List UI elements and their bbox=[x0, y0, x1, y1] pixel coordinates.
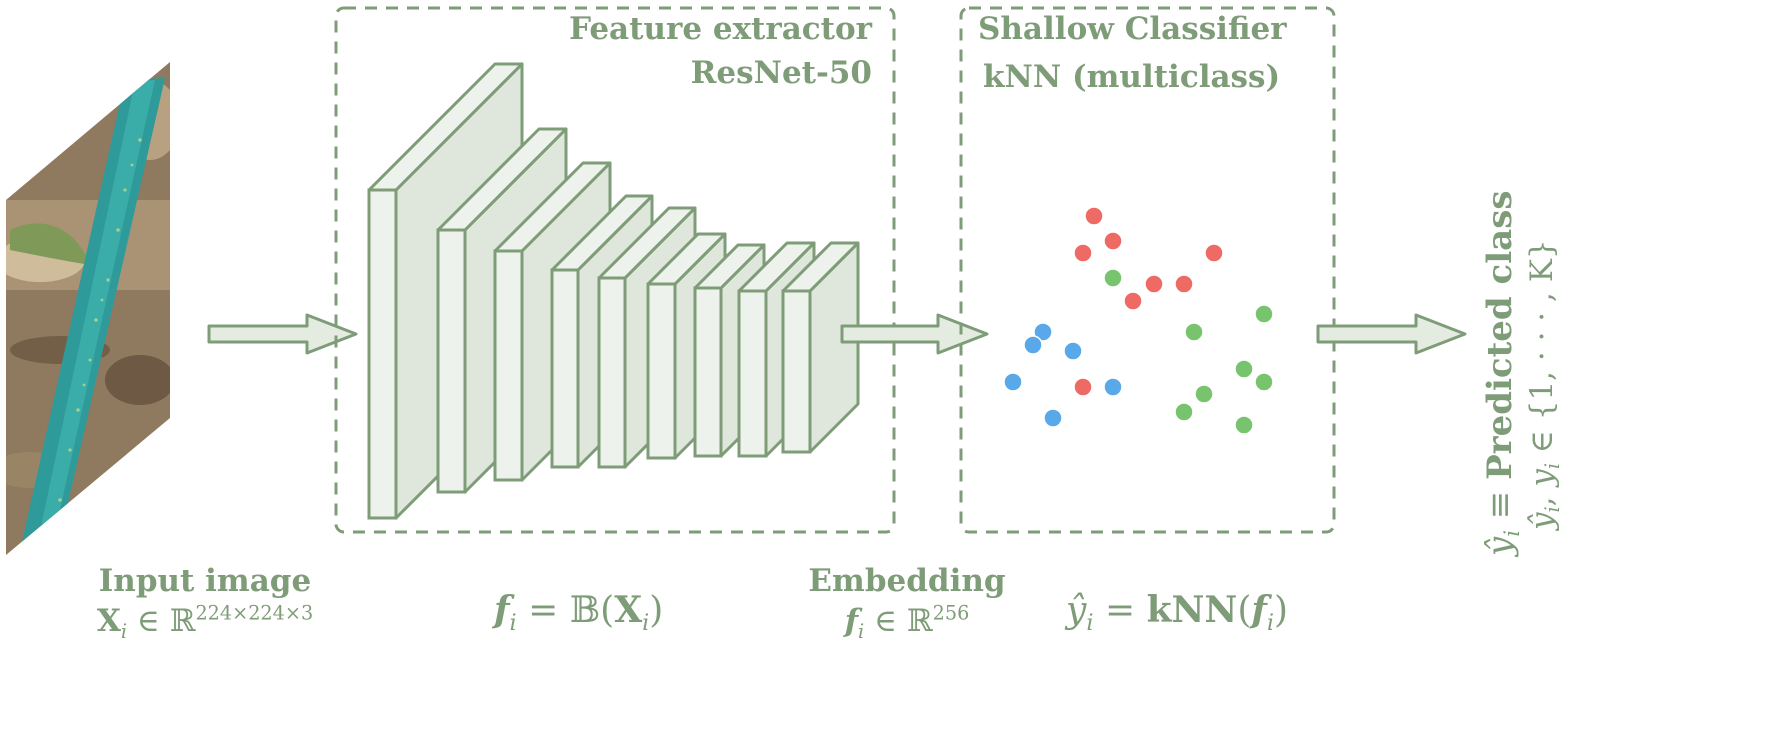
output-set-sep: , bbox=[1524, 486, 1560, 507]
resnet-layer-front bbox=[597, 276, 627, 469]
embedding-relation: ∈ bbox=[874, 603, 898, 639]
embedding-symbol: f bbox=[844, 603, 859, 639]
output-var-sub: i bbox=[1541, 462, 1565, 470]
classifier-eq-arg: f bbox=[1251, 589, 1267, 631]
input-image-caption: Input image bbox=[98, 563, 312, 599]
arrow-extractor-to-classifier bbox=[840, 313, 989, 355]
knn-point-green bbox=[1103, 268, 1123, 288]
extractor-eq-lhs-sub: i bbox=[509, 610, 517, 637]
knn-point-red bbox=[1144, 274, 1164, 294]
resnet-layer-front bbox=[737, 289, 768, 458]
knn-point-blue bbox=[1023, 335, 1043, 355]
knn-point-green bbox=[1184, 322, 1204, 342]
arrow-input-to-extractor bbox=[207, 313, 358, 355]
knn-point-red bbox=[1073, 377, 1093, 397]
classifier-box bbox=[959, 6, 1336, 534]
resnet-layers bbox=[367, 62, 860, 520]
embedding-caption: Embedding bbox=[808, 563, 1006, 599]
input-symbol: X bbox=[96, 603, 121, 639]
classifier-eq-sign: = bbox=[1104, 590, 1136, 631]
input-image bbox=[6, 62, 170, 555]
extractor-eq-arg: X bbox=[614, 589, 643, 631]
knn-point-red bbox=[1123, 291, 1143, 311]
output-var: y bbox=[1524, 469, 1560, 487]
knn-point-red bbox=[1103, 231, 1123, 251]
classifier-title: Shallow Classifier bbox=[978, 11, 1287, 47]
output-subscript: i bbox=[1498, 530, 1524, 537]
extractor-eq-arg-sub: i bbox=[642, 610, 650, 637]
resnet-layer-front bbox=[550, 268, 580, 469]
embedding-space: ℝ bbox=[906, 603, 933, 639]
knn-point-green bbox=[1234, 359, 1254, 379]
knn-scatter bbox=[1003, 206, 1274, 435]
output-symbol: ŷ bbox=[1480, 536, 1520, 556]
classifier-eq-arg-sub: i bbox=[1266, 610, 1275, 637]
extractor-equation: fi = 𝔹(Xi) bbox=[494, 589, 664, 637]
feature-extractor-box bbox=[334, 6, 896, 534]
knn-point-red bbox=[1084, 206, 1104, 226]
knn-point-green bbox=[1234, 415, 1254, 435]
extractor-eq-sign: = bbox=[528, 590, 559, 631]
input-relation: ∈ bbox=[136, 603, 160, 639]
output-set-label: ŷi, yi ∈ {1, · · · , K} bbox=[1524, 239, 1564, 530]
resnet-layer-front bbox=[781, 289, 812, 454]
extractor-model: ResNet-50 bbox=[690, 55, 872, 91]
embedding-subscript: i bbox=[858, 620, 865, 644]
knn-point-red bbox=[1204, 243, 1224, 263]
classifier-equation: ŷi = kNN(fi) bbox=[1066, 589, 1289, 637]
resnet-layer-front bbox=[693, 286, 723, 458]
output-class-label: ŷi ≡ Predicted class bbox=[1480, 190, 1524, 556]
extractor-eq-func: 𝔹 bbox=[569, 590, 601, 631]
output-equiv: ≡ bbox=[1480, 490, 1520, 520]
knn-point-green bbox=[1194, 384, 1214, 404]
classifier-eq-lhs: ŷ bbox=[1066, 590, 1087, 631]
embedding-formula: fi ∈ ℝ256 bbox=[782, 601, 1032, 644]
knn-point-green bbox=[1174, 402, 1194, 422]
embedding-dim: 256 bbox=[932, 601, 970, 625]
resnet-layer-front bbox=[493, 249, 524, 482]
knn-point-blue bbox=[1043, 408, 1063, 428]
input-space: ℝ bbox=[169, 603, 196, 639]
knn-point-blue bbox=[1003, 372, 1023, 392]
knn-point-red bbox=[1073, 243, 1093, 263]
input-subscript: i bbox=[120, 620, 128, 644]
input-dims: 224×224×3 bbox=[195, 601, 314, 625]
output-title: Predicted class bbox=[1480, 190, 1520, 480]
resnet-layer-front bbox=[646, 282, 677, 460]
knn-point-blue bbox=[1063, 341, 1083, 361]
knn-point-green bbox=[1254, 372, 1274, 392]
output-set: {1, · · · , K} bbox=[1524, 239, 1560, 421]
resnet-layer-front bbox=[436, 228, 467, 494]
extractor-eq-lhs: f bbox=[494, 589, 510, 631]
output-set-expr: ŷ bbox=[1524, 512, 1560, 530]
classifier-eq-lhs-sub: i bbox=[1086, 610, 1094, 637]
output-set-sub: i bbox=[1541, 506, 1565, 513]
resnet-layer-front bbox=[367, 188, 398, 520]
classifier-subtitle: kNN (multiclass) bbox=[983, 59, 1281, 95]
output-relation: ∈ bbox=[1524, 430, 1560, 454]
knn-point-blue bbox=[1103, 377, 1123, 397]
extractor-title: Feature extractor bbox=[569, 11, 872, 47]
classifier-eq-func: kNN bbox=[1146, 589, 1238, 631]
knn-point-blue bbox=[1033, 322, 1053, 342]
knn-point-green bbox=[1254, 304, 1274, 324]
arrow-classifier-to-output bbox=[1316, 313, 1467, 355]
knn-point-red bbox=[1174, 274, 1194, 294]
input-image-formula: Xi ∈ ℝ224×224×3 bbox=[40, 601, 370, 644]
resnet-layer-9 bbox=[781, 241, 860, 454]
